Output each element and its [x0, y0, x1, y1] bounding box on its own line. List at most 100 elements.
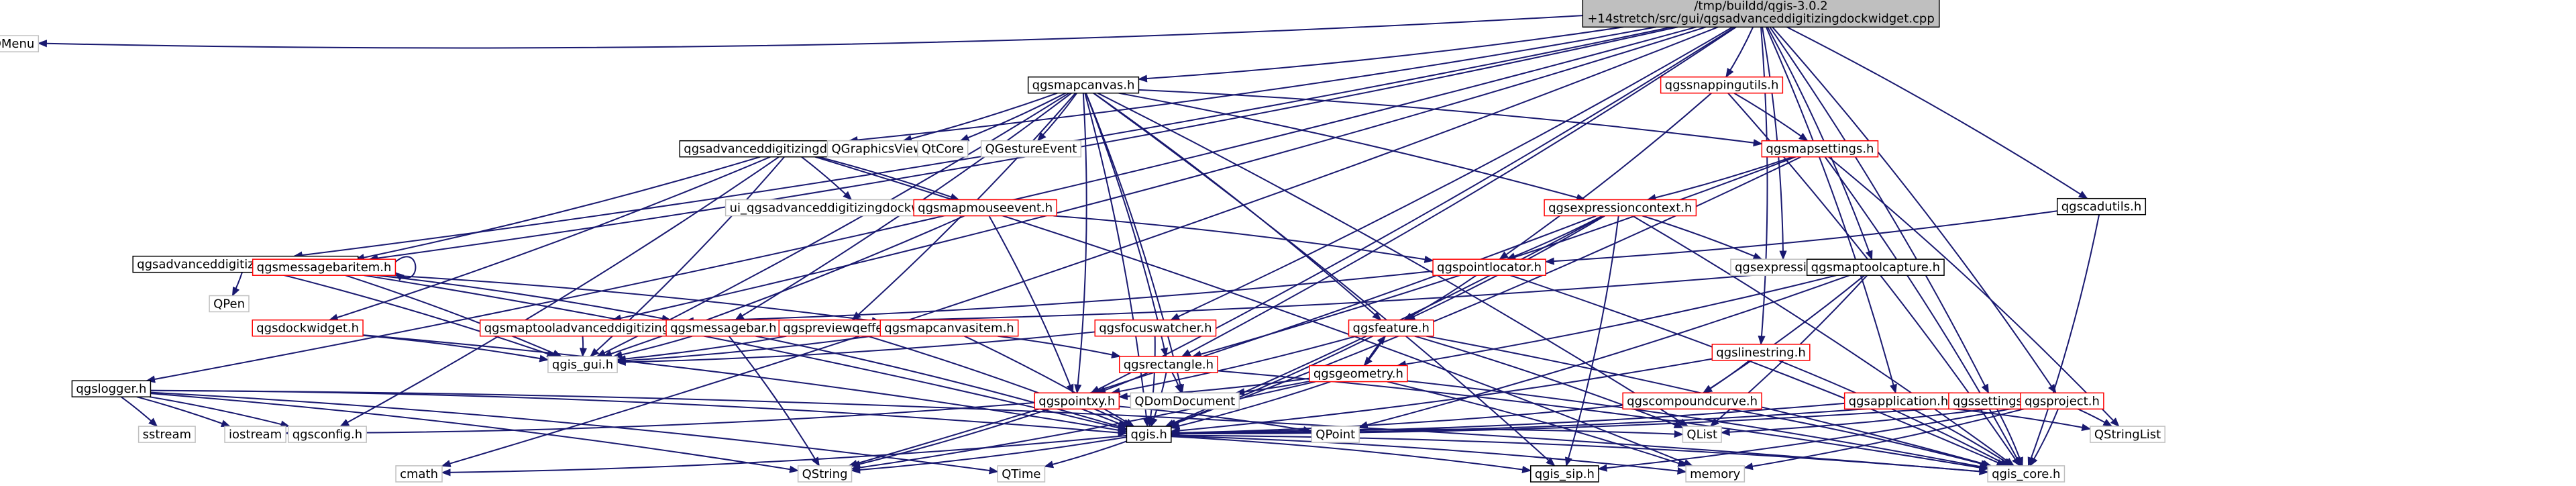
node-box	[665, 319, 782, 337]
edge-qgsexpressioncontext-to-qgsexpression	[1642, 215, 1763, 260]
node-qgspointxy[interactable]: qgspointxy.h	[1034, 392, 1120, 410]
node-box	[2020, 392, 2104, 410]
node-qgsmaptooladv[interactable]: qgsmaptooladvanceddigitizing.h	[479, 319, 686, 337]
edge-qgsmapcanvas-to-qgraphicsview	[902, 92, 1058, 142]
node-box	[1126, 426, 1172, 443]
edge-qgsexpressioncontext-to-qstring	[848, 215, 1597, 467]
node-qgraphicsview[interactable]: QGraphicsView	[826, 140, 928, 158]
node-qgsfeature[interactable]: qgsfeature.h	[1348, 319, 1434, 337]
node-qgiscore[interactable]: qgis_core.h	[1987, 465, 2065, 483]
node-qlist[interactable]: QList	[1682, 426, 1722, 443]
node-qgsapplication[interactable]: qgsapplication.h	[1843, 392, 1953, 410]
edge-qgsmapsettings-to-qstringlist	[1828, 156, 2120, 428]
edge-qgsapplication-to-qgiscore	[1912, 408, 2013, 467]
node-label: qgsmapcanvasitem.h	[884, 322, 1014, 336]
edge-root-to-qgslinestring	[1758, 27, 1768, 346]
node-qgsmapmouseevent[interactable]: qgsmapmouseevent.h	[913, 199, 1057, 217]
node-qpen[interactable]: QPen	[209, 295, 250, 313]
node-box	[1544, 199, 1697, 217]
edge-qgscompoundcurve-to-qgiscore	[1729, 408, 1990, 468]
node-label: qgis_core.h	[1992, 467, 2060, 481]
node-label: qgsproject.h	[2025, 394, 2100, 408]
node-label: iostream	[229, 428, 282, 442]
node-qgsexpressioncontext[interactable]: qgsexpressioncontext.h	[1544, 199, 1697, 217]
node-label: cmath	[400, 467, 438, 481]
node-label: qgspointxy.h	[1038, 394, 1115, 408]
node-qgslinestring[interactable]: qgslinestring.h	[1711, 344, 1811, 361]
node-qgslogger[interactable]: qgslogger.h	[71, 380, 152, 397]
node-qgspointlocator[interactable]: qgspointlocator.h	[1432, 258, 1546, 276]
node-qgsmapcanvasitem[interactable]: qgsmapcanvasitem.h	[879, 319, 1019, 337]
node-qstring[interactable]: QString	[797, 465, 853, 483]
node-label: qgsapplication.h	[1849, 394, 1949, 408]
node-label: memory	[1690, 467, 1741, 481]
node-box	[826, 140, 928, 158]
edge-qgsproject-to-qlist	[1720, 404, 2021, 436]
node-qgsmapcanvas[interactable]: qgsmapcanvas.h	[1027, 76, 1140, 94]
node-qgis[interactable]: qgis.h	[1126, 426, 1172, 443]
node-box	[1118, 356, 1218, 373]
node-qgssnappingutils[interactable]: qgssnappingutils.h	[1660, 76, 1784, 94]
node-qgsconfig[interactable]: qgsconfig.h	[287, 426, 367, 443]
node-qgscadutils[interactable]: qgscadutils.h	[2056, 197, 2147, 215]
node-box	[1027, 76, 1140, 94]
node-label: qgsexpressioncontext.h	[1548, 201, 1692, 215]
edge-qgsfocuswatcher-to-qgsgui	[616, 331, 1095, 367]
node-qdomdocument[interactable]: QDomDocument	[1130, 392, 1240, 410]
node-sstream[interactable]: sstream	[138, 426, 196, 443]
node-qgsdockwidget[interactable]: qgsdockwidget.h	[252, 319, 364, 337]
node-qmenu[interactable]: QMenu	[0, 35, 40, 52]
node-qpoint[interactable]: QPoint	[1311, 426, 1360, 443]
edge-qgsmaptoolcapture-to-qgscompoundcurve	[1702, 275, 1865, 394]
node-qtime[interactable]: QTime	[997, 465, 1046, 483]
node-qgsgeometry[interactable]: qgsgeometry.h	[1309, 364, 1408, 383]
node-qstringlist[interactable]: QStringList	[2090, 426, 2165, 443]
edge-self-loop-qgsmessagebaritem	[394, 256, 417, 281]
edge-qgsmessagebaritem-to-qgis	[364, 275, 1128, 432]
node-box	[797, 465, 853, 483]
edge-qgsmapcanvas-to-qtcore	[959, 92, 1067, 142]
node-qgestureevent[interactable]: QGestureEvent	[980, 140, 1082, 158]
node-qgissip[interactable]: qgis_sip.h	[1529, 465, 1599, 483]
node-root[interactable]: /tmp/buildd/qgis-3.0.2+14stretch/src/gui…	[1582, 0, 1940, 28]
edge-qgsmapcanvas-to-qlist	[1097, 92, 1689, 427]
node-label: qgsmapmouseevent.h	[918, 201, 1053, 215]
node-label: qgspreviewqeffect.h	[783, 322, 906, 336]
node-memory[interactable]: memory	[1685, 465, 1746, 483]
edge-qgsfeature-to-qlist	[1414, 335, 1684, 429]
edge-qgsmapsettings-to-qgis	[1167, 156, 1802, 428]
edge-root-to-qgsapplication	[1765, 26, 1897, 394]
node-iostream[interactable]: iostream	[224, 426, 286, 443]
node-label: QMenu	[0, 37, 34, 51]
node-label: qgsfocuswatcher.h	[1099, 322, 1212, 336]
node-box	[913, 199, 1057, 217]
node-label: QList	[1686, 428, 1717, 442]
edge-qgsmapsettings-to-qgiscore	[1824, 156, 2022, 467]
node-qgsrectangle[interactable]: qgsrectangle.h	[1118, 356, 1218, 373]
edge-qgspointxy-to-qgis	[1093, 408, 1132, 427]
node-qgsmapsettings[interactable]: qgsmapsettings.h	[1761, 140, 1879, 158]
node-qgsfocuswatcher[interactable]: qgsfocuswatcher.h	[1094, 319, 1217, 337]
edge-qgis-to-qstring	[851, 436, 1127, 474]
node-qgsmessagebar[interactable]: qgsmessagebar.h	[665, 319, 782, 337]
node-label: QString	[802, 467, 848, 481]
edge-qgslogger-to-qgiscore	[150, 389, 1989, 475]
edge-qgsadvcanvasitem-to-qgsmapcanvasitem	[334, 271, 881, 325]
node-cmath[interactable]: cmath	[395, 465, 443, 483]
node-box	[1130, 392, 1240, 410]
edge-qgsproject-to-qgissip	[1597, 406, 2021, 472]
node-qgscompoundcurve[interactable]: qgscompoundcurve.h	[1622, 392, 1762, 410]
edge-qgsadvdock-to-qgsconfig	[339, 156, 780, 427]
node-qgsmaptoolcapture[interactable]: qgsmaptoolcapture.h	[1806, 258, 1945, 276]
node-qgsgui[interactable]: qgis_gui.h	[547, 356, 618, 373]
node-qtcore[interactable]: QtCore	[917, 140, 969, 158]
node-qgsmessagebaritem[interactable]: qgsmessagebaritem.h	[252, 258, 396, 276]
edge-qgsgeometry-to-qdomdocument	[1235, 381, 1310, 396]
node-label: qgsrectangle.h	[1124, 358, 1214, 372]
node-label: sstream	[143, 428, 191, 442]
node-label: qgsmessagebar.h	[670, 322, 776, 336]
node-qgsproject[interactable]: qgsproject.h	[2020, 392, 2104, 410]
node-box	[1622, 392, 1762, 410]
edge-qgsadvdock-to-uiadv	[801, 156, 853, 201]
node-label: qgsmaptoolcapture.h	[1811, 260, 1940, 275]
